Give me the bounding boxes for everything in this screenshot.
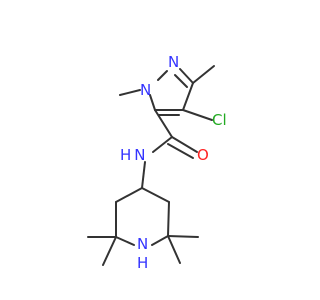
bond-pip-c5-c4 (115, 187, 143, 203)
atom-label-n-pyrazole-2: N (168, 53, 179, 71)
atom-label-piperidine-h: H (137, 254, 148, 272)
bond-c2-methyl-b (167, 235, 181, 264)
bond-carbonyl-o-double (167, 143, 194, 159)
bond-c5-carbonyl (154, 109, 173, 138)
bond-n2-c3-double (174, 74, 188, 88)
bond-n1-methyl (119, 89, 141, 96)
bond-pip-c4-c3 (141, 187, 170, 203)
bond-pip-c2-n (151, 235, 169, 246)
molecule-canvas: N N Cl H N O N H (87, 53, 227, 272)
atom-label-piperidine-n: N (137, 235, 148, 253)
atom-label-chlorine: Cl (212, 111, 227, 129)
bond-pip-n-c6 (115, 236, 135, 246)
bond-carbonyl-o (171, 136, 198, 153)
atom-label-n-pyrazole-1: N (140, 81, 151, 99)
bond-nh-c4pip (141, 161, 146, 189)
bond-c3-c4 (182, 82, 194, 111)
bond-c4-cl (182, 109, 213, 121)
bond-c6-methyl-b (102, 236, 117, 266)
atom-label-amide-nh: H N (120, 146, 146, 164)
bond-n1-n2 (157, 70, 168, 81)
bond-n2-c3 (179, 68, 194, 84)
bond-c2-methyl-a (167, 235, 199, 238)
bond-c5-n1 (149, 94, 156, 111)
molecule-structure: N N Cl H N O N H (87, 53, 227, 272)
bond-carbonyl-nh (152, 136, 173, 153)
atom-label-carbonyl-o: O (197, 146, 209, 164)
bond-pip-c3-c2 (167, 201, 170, 237)
bond-c3-methyl (192, 65, 215, 84)
